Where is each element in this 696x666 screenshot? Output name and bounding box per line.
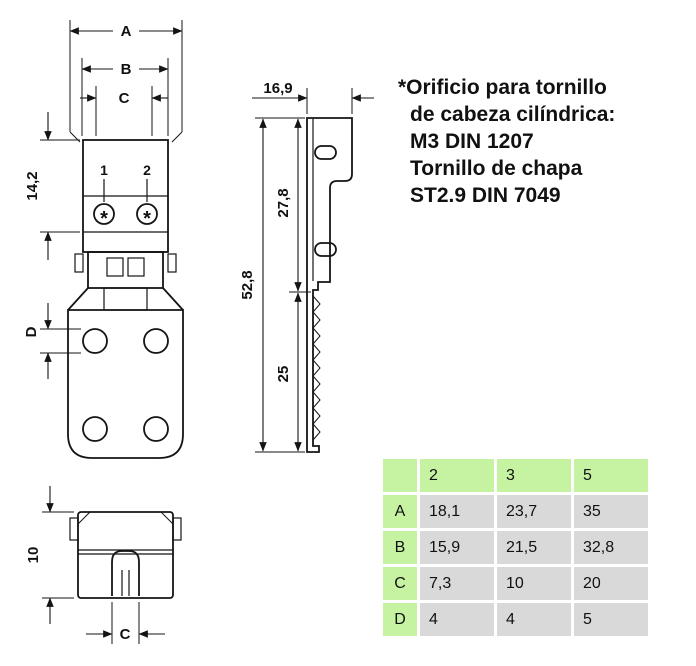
cell-d-3: 4: [497, 603, 571, 636]
side-tab-right: [172, 517, 182, 541]
row-label-b: B: [383, 531, 417, 564]
front-view-part: * * 1 2: [67, 139, 184, 459]
cell-d-5: 5: [574, 603, 648, 636]
dim-label-a: A: [121, 23, 132, 40]
pole-number-2: 2: [143, 162, 151, 178]
dim-label-10: 10: [25, 547, 42, 564]
table-col-header-2: 2: [420, 459, 494, 492]
row-label-d: D: [383, 603, 417, 636]
cell-d-2: 4: [420, 603, 494, 636]
dim-14-2: 14,2: [24, 112, 80, 260]
note-line-1: *Orificio para tornillo: [398, 76, 607, 99]
front-view: * * 1 2: [23, 20, 184, 459]
mounting-hole: [82, 416, 108, 442]
dim-label-16-9: 16,9: [263, 80, 292, 97]
dim-52-8: 52,8: [239, 117, 305, 453]
dim-label-c-bottom: C: [120, 626, 131, 643]
pole-number-1: 1: [100, 162, 108, 178]
dim-27-8: 27,8: [275, 118, 311, 293]
table-corner-cell: [383, 459, 417, 492]
cell-a-2: 18,1: [420, 495, 494, 528]
screw-note: *Orificio para tornillo de cabeza cilínd…: [398, 74, 696, 209]
slot-lower: [314, 242, 337, 257]
side-tab-left: [69, 517, 79, 541]
dim-label-d: D: [23, 326, 40, 337]
cell-c-5: 20: [574, 567, 648, 600]
bracket-profile: [306, 117, 353, 453]
side-tab-right: [167, 253, 177, 273]
note-line-2: de cabeza cilíndrica:: [410, 103, 616, 126]
dim-C-bottom: C: [86, 602, 165, 644]
cell-c-2: 7,3: [420, 567, 494, 600]
side-tab-left: [74, 253, 84, 273]
dim-label-b: B: [121, 61, 132, 78]
dim-16-9: 16,9: [252, 80, 374, 114]
bottom-body: [77, 511, 174, 599]
mounting-hole: [143, 416, 169, 442]
note-line-3: M3 DIN 1207: [410, 130, 534, 153]
side-view-part: [306, 117, 353, 453]
table-row-d: D 4 4 5: [383, 603, 648, 636]
note-line-5: ST2.9 DIN 7049: [410, 184, 561, 207]
row-label-c: C: [383, 567, 417, 600]
dim-label-52-8: 52,8: [239, 270, 256, 299]
bottom-view-part: [69, 511, 182, 599]
cell-b-3: 21,5: [497, 531, 571, 564]
slot-upper: [314, 145, 337, 160]
table-header-row: 2 3 5: [383, 459, 648, 492]
screw-mark-1: *: [100, 208, 108, 230]
dim-label-14-2: 14,2: [24, 171, 41, 200]
screw-mark-2: *: [143, 208, 151, 230]
cell-b-5: 32,8: [574, 531, 648, 564]
dim-label-25: 25: [275, 366, 292, 383]
dim-B: B: [81, 58, 169, 136]
table-col-header-3: 3: [497, 459, 571, 492]
bottom-view: 10 C: [25, 486, 182, 644]
dim-D: D: [23, 303, 81, 379]
screw-hole-1: [93, 203, 115, 225]
dim-label-27-8: 27,8: [275, 188, 292, 217]
table-row-b: B 15,9 21,5 32,8: [383, 531, 648, 564]
dimension-table: 2 3 5 A 18,1 23,7 35 B 15,9 21,5 32,8 C …: [380, 456, 651, 639]
serrated-edge: [312, 295, 321, 441]
dim-10: 10: [25, 486, 74, 624]
note-line-4: Tornillo de chapa: [410, 157, 583, 180]
cell-b-2: 15,9: [420, 531, 494, 564]
u-notch: [111, 550, 140, 596]
mounting-hole: [82, 328, 108, 354]
dim-label-c: C: [119, 90, 130, 107]
dim-25: 25: [275, 292, 302, 452]
row-label-a: A: [383, 495, 417, 528]
table-col-header-5: 5: [574, 459, 648, 492]
cell-a-5: 35: [574, 495, 648, 528]
cell-a-3: 23,7: [497, 495, 571, 528]
mounting-foot-plate: [67, 309, 184, 459]
mounting-hole: [143, 328, 169, 354]
cell-c-3: 10: [497, 567, 571, 600]
dim-C: C: [80, 86, 168, 136]
table-row-c: C 7,3 10 20: [383, 567, 648, 600]
table-row-a: A 18,1 23,7 35: [383, 495, 648, 528]
side-view: 16,9 52,8 27,8 25: [239, 80, 374, 453]
screw-hole-2: [136, 203, 158, 225]
latch-section: [87, 251, 164, 289]
dim-A: A: [69, 20, 183, 143]
